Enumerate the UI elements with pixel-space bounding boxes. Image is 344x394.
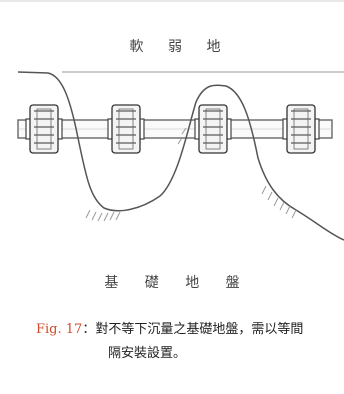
expansion-joint-1 [25, 104, 63, 154]
top-divider [0, 0, 344, 2]
caption-line-2: 隔安裝設置。 [108, 346, 187, 361]
settlement-diagram [17, 71, 344, 241]
soft-ground-label: 軟 弱 地 [129, 39, 221, 55]
figure-number: Fig. 17 [36, 322, 83, 337]
pipe [17, 119, 333, 139]
caption-line-1: 對不等下沉量之基礎地盤，需以等間 [95, 322, 304, 337]
expansion-joint-3 [194, 104, 232, 154]
caption-separator: ： [82, 322, 96, 337]
base-ground-profile [17, 71, 344, 241]
figure-caption: Fig. 17：對不等下沉量之基礎地盤，需以等間 隔安裝設置。 [36, 318, 336, 366]
expansion-joint-4 [282, 104, 320, 154]
expansion-joint-2 [107, 104, 145, 154]
ground-hatch [85, 127, 297, 222]
bearing-ground-label: 基 礎 地 盤 [104, 275, 240, 291]
